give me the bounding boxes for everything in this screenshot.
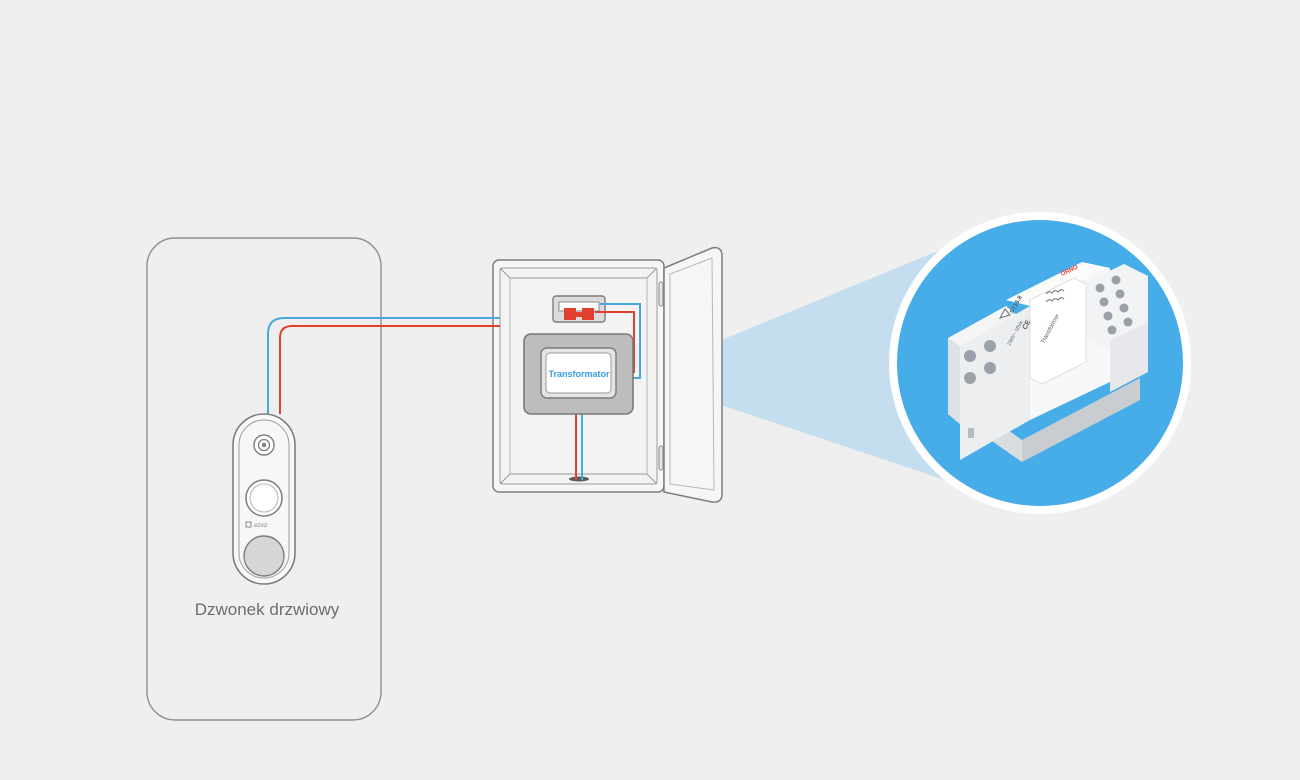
transformer-label: Transformator bbox=[548, 369, 610, 379]
doorbell-label: Dzwonek drzwiowy bbox=[195, 600, 340, 619]
ezviz-logo: ezviz bbox=[245, 521, 268, 529]
warning-symbol-icon bbox=[998, 308, 1011, 319]
transformer-box: Transformator bbox=[523, 333, 634, 415]
zoom-beam bbox=[634, 248, 945, 480]
right-screw-holes bbox=[1095, 275, 1133, 335]
device-cert: CE bbox=[1022, 319, 1033, 331]
cable-entry-hole bbox=[569, 476, 589, 482]
wire-blue bbox=[267, 317, 486, 414]
coil-symbol-icon bbox=[1045, 289, 1065, 303]
left-screw-holes bbox=[964, 340, 996, 384]
din-transformer-photo: ORNO ST16.8 Transformer 230V~ 16Va CE bbox=[948, 262, 1148, 462]
doorbell-press-button bbox=[243, 535, 285, 577]
terminal-block bbox=[552, 295, 606, 323]
brand-label: ezviz bbox=[254, 523, 268, 529]
wire-red bbox=[279, 325, 486, 414]
camera-icon bbox=[253, 434, 275, 456]
panel-door bbox=[663, 246, 723, 503]
sensor-ring bbox=[245, 479, 283, 517]
panel-wire-blue bbox=[600, 303, 641, 379]
doorbell-device: ezviz bbox=[232, 413, 296, 585]
door-frame bbox=[146, 237, 382, 721]
